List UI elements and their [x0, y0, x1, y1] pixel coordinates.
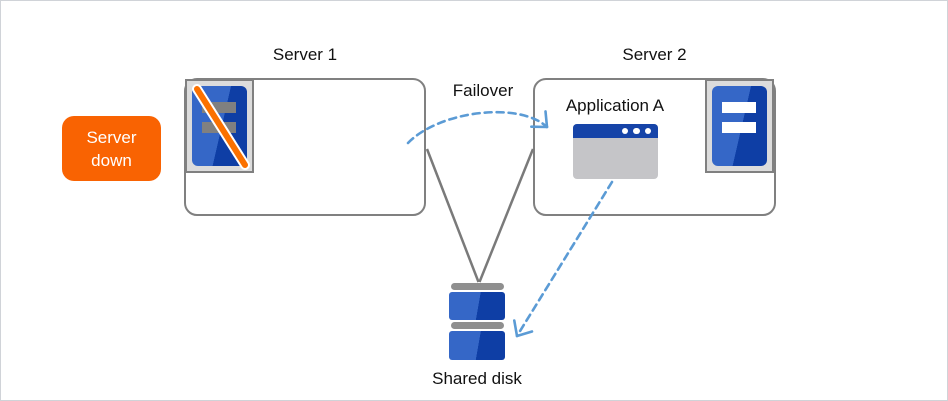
- application-label: Application A: [565, 96, 665, 115]
- server2-chassis: [712, 86, 767, 166]
- server1-chassis: [192, 84, 250, 170]
- server2-stripe: [722, 102, 756, 113]
- storage-link-server1: [425, 148, 480, 283]
- shared-disk-icon: [449, 283, 505, 360]
- failover-arrow: [406, 110, 549, 145]
- server-down-icon: [185, 79, 254, 173]
- server-down-badge: Server down: [62, 116, 161, 181]
- disk-block: [449, 331, 505, 360]
- server2-stripe: [722, 122, 756, 133]
- server1-stripe: [202, 102, 236, 113]
- failover-label: Failover: [452, 81, 514, 100]
- server2-label: Server 2: [622, 45, 687, 64]
- server-down-badge-line2: down: [91, 150, 132, 170]
- app-window-titlebar: [573, 124, 658, 138]
- storage-link-server2: [478, 148, 535, 283]
- server-icon: [705, 79, 774, 173]
- server-down-badge-line1: Server: [86, 127, 137, 147]
- disk-block: [449, 292, 505, 320]
- disk-platter-bar: [450, 322, 504, 329]
- titlebar-dot: [621, 127, 628, 135]
- app-window-icon: [573, 124, 658, 179]
- shared-disk-label: Shared disk: [432, 369, 522, 388]
- disk-platter-bar: [450, 283, 504, 290]
- titlebar-dot: [644, 127, 651, 135]
- server1-label: Server 1: [272, 45, 338, 64]
- titlebar-dot: [633, 127, 640, 135]
- down-slash-icon: [192, 84, 250, 170]
